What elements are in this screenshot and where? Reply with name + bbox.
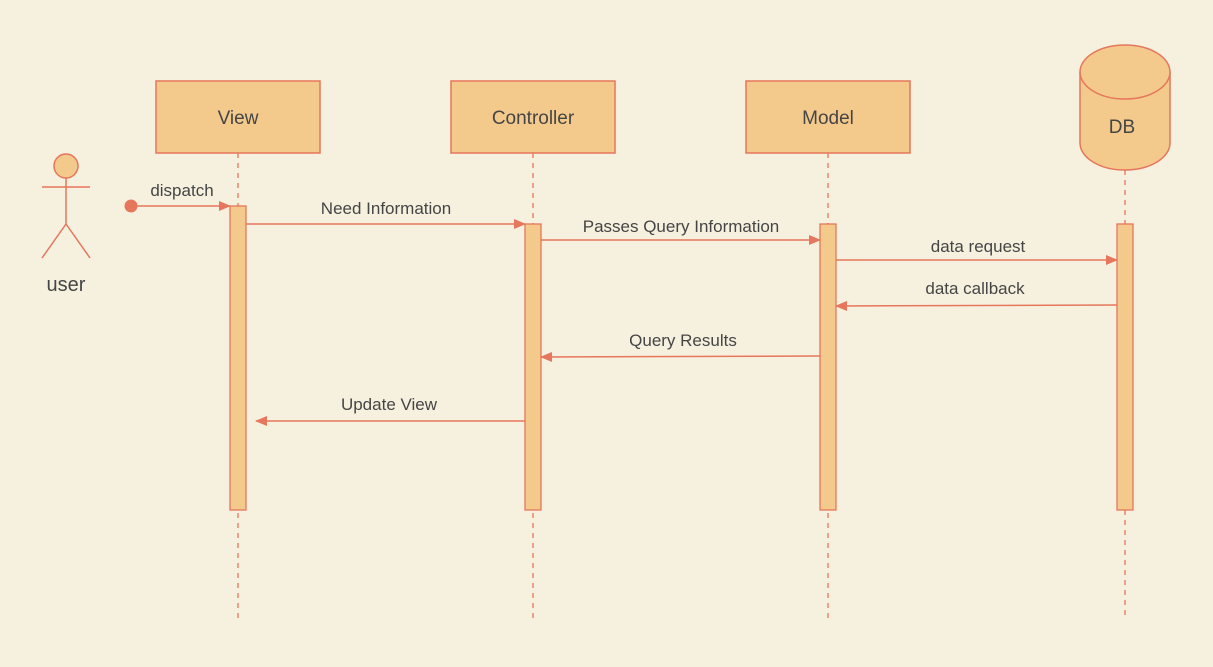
actor-user: user (41, 153, 91, 296)
activation-db (1116, 223, 1134, 511)
participant-view: View (155, 80, 321, 154)
message-dispatch-label: dispatch (150, 181, 213, 200)
participant-controller-label: Controller (492, 108, 575, 129)
message-data-callback-label: data callback (925, 279, 1025, 298)
participant-db: DB (1079, 44, 1171, 171)
activation-view (229, 205, 247, 511)
participant-controller: Controller (450, 80, 616, 154)
participant-db-label: DB (1109, 117, 1135, 138)
activation-controller (524, 223, 542, 511)
message-dispatch: dispatch (124, 181, 231, 213)
message-data-callback: data callback (835, 279, 1118, 311)
message-update-view: Update View (255, 395, 525, 426)
participant-model-label: Model (802, 108, 854, 129)
stick-figure-icon (41, 153, 91, 259)
found-message-dot-icon (124, 199, 138, 213)
message-query-results-label: Query Results (629, 331, 737, 350)
message-need-information: Need Information (246, 199, 526, 229)
message-update-view-label: Update View (341, 395, 438, 414)
message-passes-query-information: Passes Query Information (541, 217, 821, 245)
participant-model: Model (745, 80, 911, 154)
participant-view-label: View (218, 108, 259, 129)
message-data-request: data request (836, 237, 1118, 265)
database-cylinder-icon (1079, 72, 1171, 171)
message-query-results: Query Results (540, 331, 821, 362)
actor-user-label: user (47, 274, 86, 296)
message-passes-query-information-label: Passes Query Information (583, 217, 780, 236)
activation-model (819, 223, 837, 511)
message-data-request-label: data request (931, 237, 1026, 256)
message-need-information-label: Need Information (321, 199, 451, 218)
